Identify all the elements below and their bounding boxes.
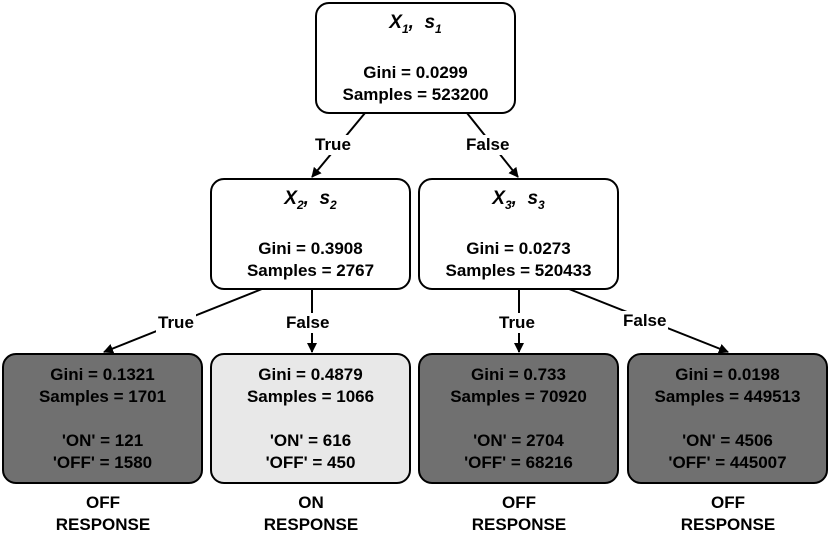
- edge-label-right-true: True: [497, 313, 537, 333]
- right-gini: Gini = 0.0273: [466, 238, 571, 258]
- right-samples: Samples = 520433: [445, 260, 592, 280]
- leaf-off-count: 'OFF' = 1580: [52, 453, 153, 472]
- leaf-off-count: 'OFF' = 445007: [668, 453, 787, 472]
- right-node: X3, s3 Gini = 0.0273 Samples = 520433: [418, 178, 619, 290]
- leaf-node: Gini = 0.733 Samples = 70920 'ON' = 2704…: [418, 353, 619, 484]
- leaf-samples: Samples = 1701: [38, 387, 167, 406]
- root-gini: Gini = 0.0299: [363, 62, 468, 82]
- left-split-rule: X2, s2: [284, 188, 337, 212]
- leaf-gini: Gini = 0.733: [471, 365, 566, 384]
- edge-label-right-false: False: [621, 311, 669, 331]
- edge-label-root-false: False: [464, 135, 512, 155]
- leaf-off-count: 'OFF' = 450: [265, 453, 356, 472]
- root-node: X1, s1 Gini = 0.0299 Samples = 523200: [315, 2, 516, 114]
- root-split-rule: X1, s1: [389, 12, 442, 36]
- root-samples: Samples = 523200: [342, 84, 489, 104]
- leaf-gini: Gini = 0.0198: [675, 365, 780, 384]
- edge-label-root-true: True: [313, 135, 353, 155]
- leaf-on-count: 'ON' = 121: [61, 431, 144, 450]
- edge-label-left-false: False: [284, 313, 332, 333]
- leaf-samples: Samples = 1066: [246, 387, 375, 406]
- leaf-on-count: 'ON' = 2704: [473, 431, 564, 450]
- leaf-on-count: 'ON' = 4506: [682, 431, 773, 450]
- left-node: X2, s2 Gini = 0.3908 Samples = 2767: [210, 178, 411, 290]
- leaf-on-count: 'ON' = 616: [269, 431, 352, 450]
- left-samples: Samples = 2767: [246, 260, 375, 280]
- leaf-samples: Samples = 449513: [654, 387, 801, 406]
- leaf-gini: Gini = 0.1321: [50, 365, 155, 384]
- left-gini: Gini = 0.3908: [258, 238, 363, 258]
- leaf-node: Gini = 0.4879 Samples = 1066 'ON' = 616 …: [210, 353, 411, 484]
- leaf-off-count: 'OFF' = 68216: [464, 453, 573, 472]
- leaf-node: Gini = 0.0198 Samples = 449513 'ON' = 45…: [627, 353, 828, 484]
- leaf-node: Gini = 0.1321 Samples = 1701 'ON' = 121 …: [2, 353, 203, 484]
- leaf-samples: Samples = 70920: [450, 387, 587, 406]
- edge-label-left-true: True: [156, 313, 196, 333]
- right-split-rule: X3, s3: [492, 188, 545, 212]
- leaf-gini: Gini = 0.4879: [258, 365, 363, 384]
